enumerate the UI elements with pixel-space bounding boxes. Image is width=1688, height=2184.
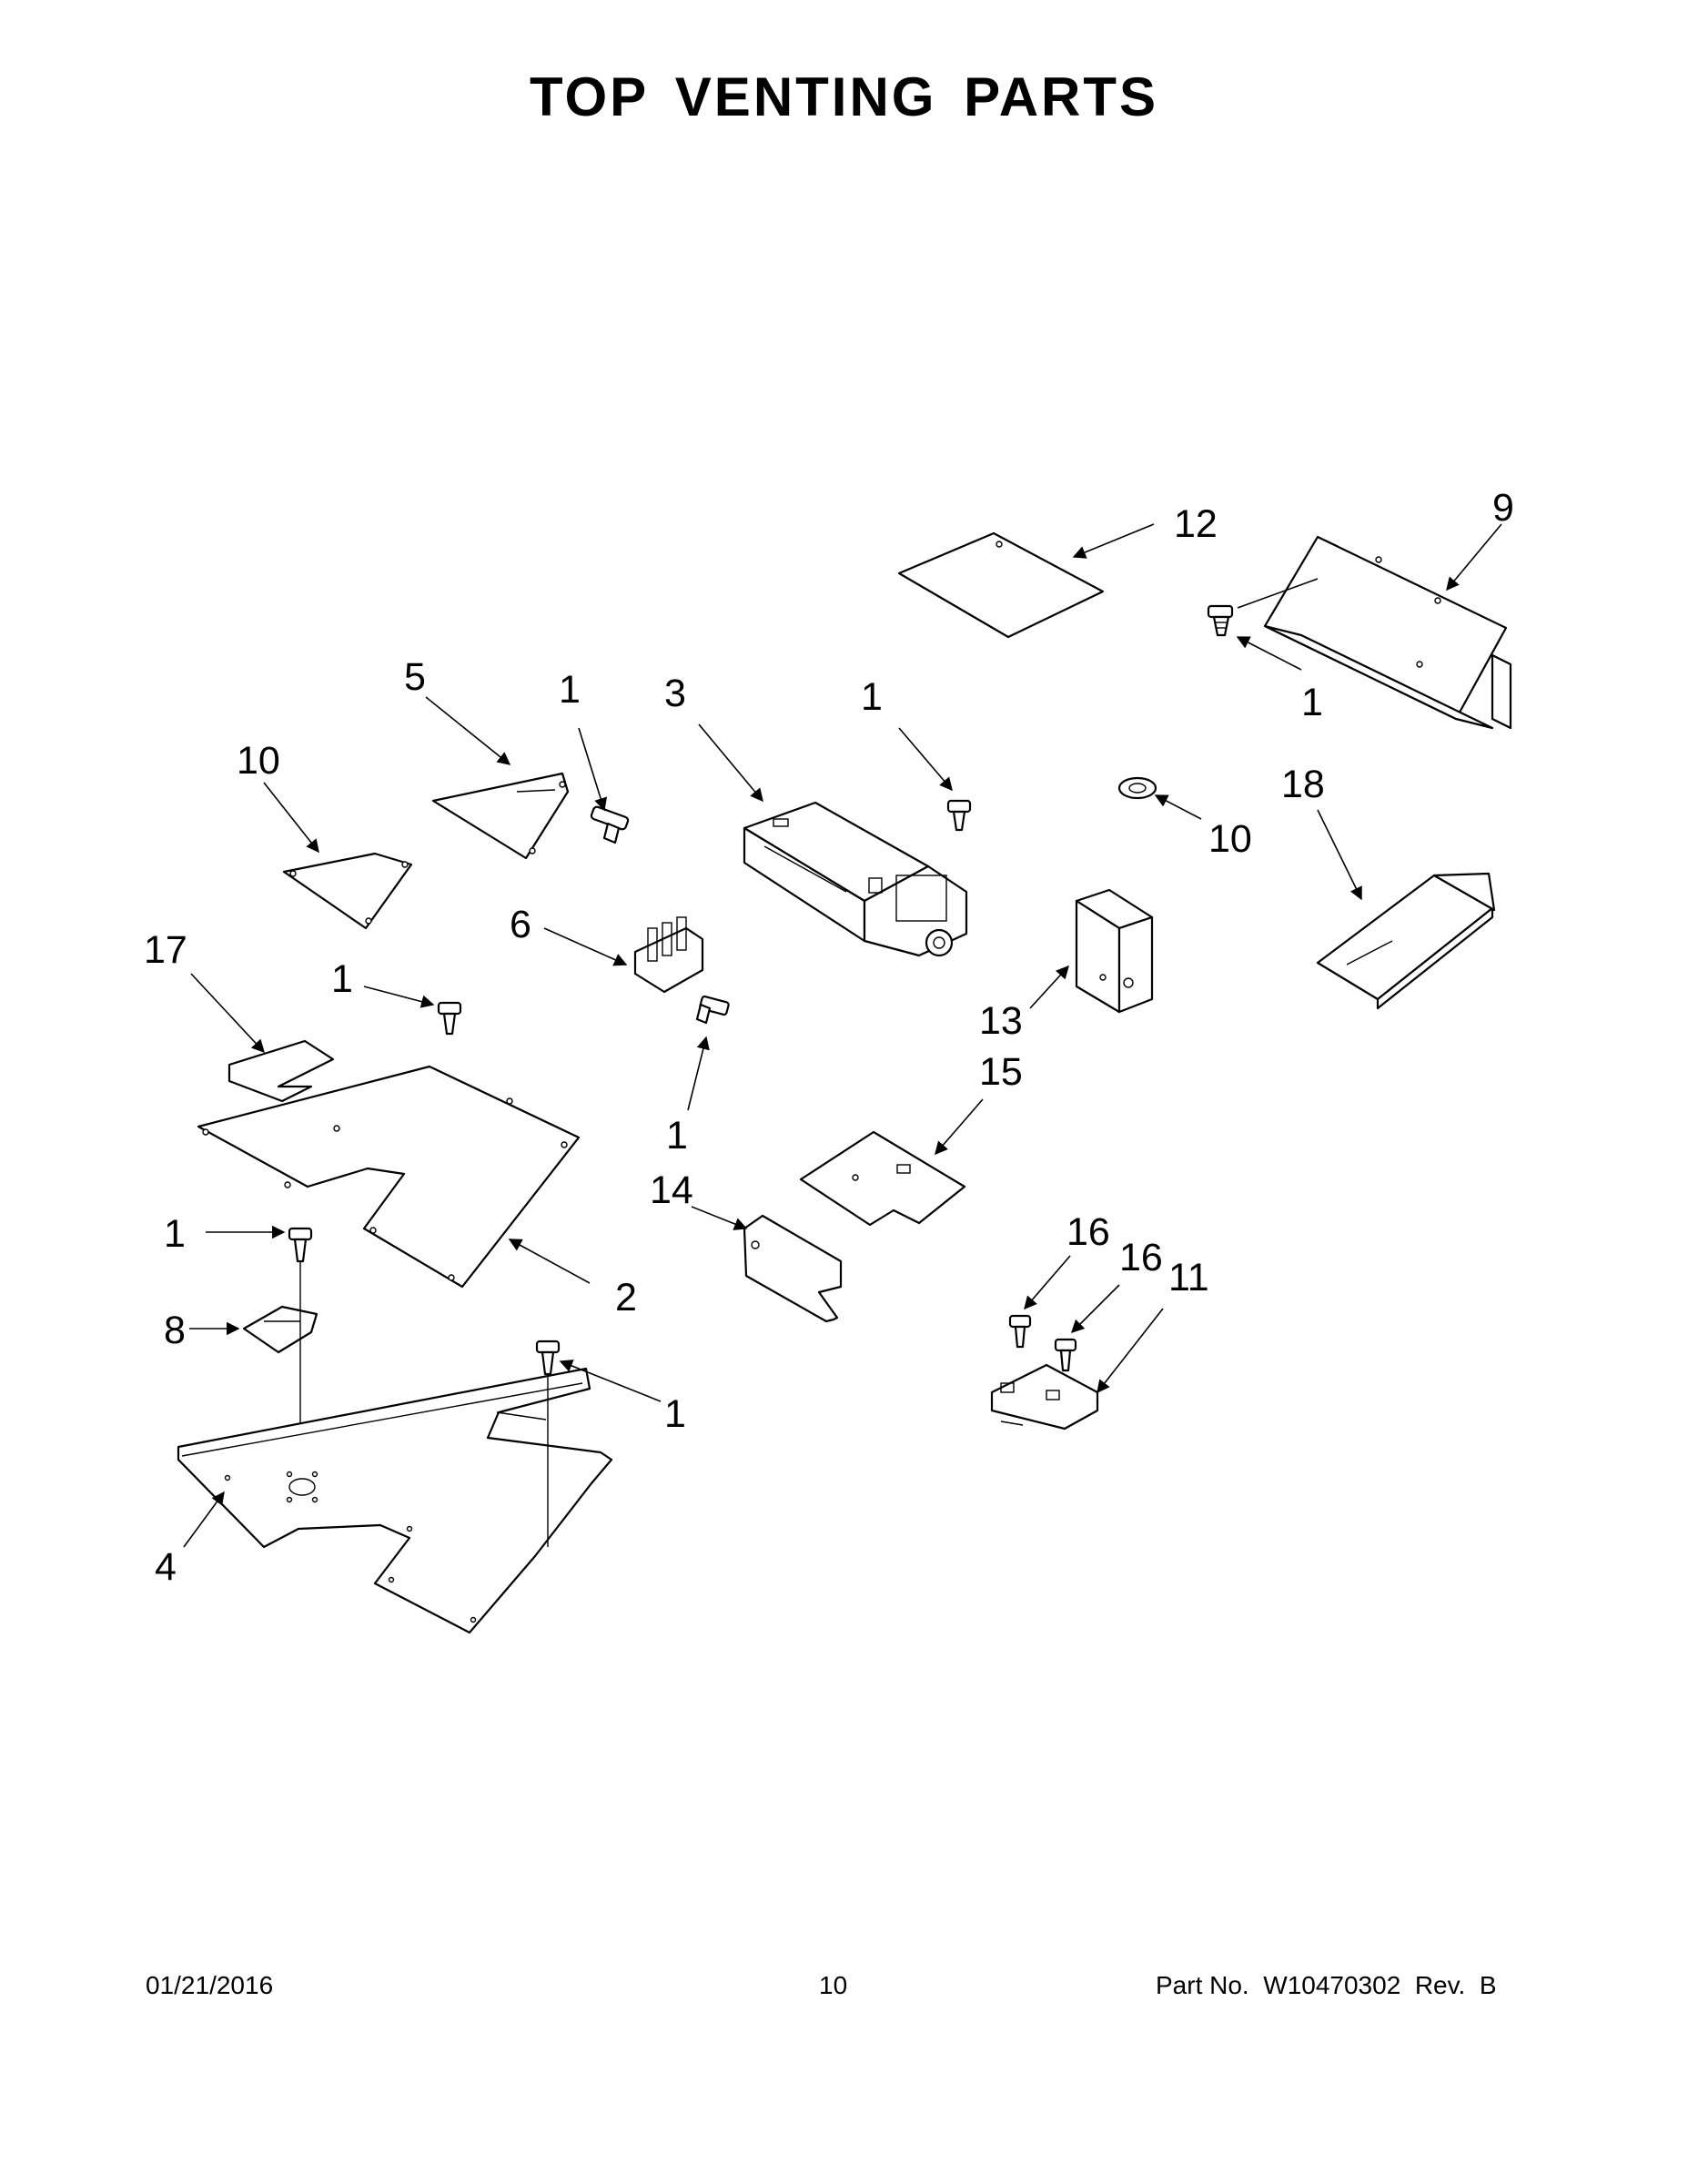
- screw-icon: [1054, 1338, 1077, 1372]
- callout-11: 11: [1168, 1256, 1209, 1299]
- callout-labels: 12 9 1 5 1 3 1 10 18 10 6 17 1 13 15 1 1…: [144, 486, 1514, 1589]
- callout-1: 1: [1301, 681, 1323, 724]
- callout-4: 4: [155, 1545, 177, 1589]
- screw-icon: [695, 995, 730, 1025]
- part-3-vent-motor-assembly: [743, 801, 968, 957]
- part-18-tray: [1316, 872, 1496, 1010]
- callout-19: 12: [1174, 502, 1218, 546]
- screw-icon: [535, 1340, 561, 1376]
- part-13-shield: [743, 1214, 843, 1323]
- callout-2: 2: [615, 1276, 637, 1320]
- screw-icon: [946, 799, 972, 832]
- callout-13: 14: [650, 1168, 693, 1212]
- footer-date: 01/21/2016: [146, 1971, 274, 1999]
- callout-1: 1: [664, 1392, 686, 1436]
- page-title: TOP VENTING PARTS: [529, 66, 1159, 127]
- screw-icon: [1207, 604, 1234, 637]
- callout-9: 10: [237, 739, 280, 783]
- screw-icon: [437, 1001, 462, 1036]
- callout-10: 10: [1208, 817, 1252, 861]
- callout-1: 1: [666, 1114, 688, 1158]
- part-19-plate: [897, 531, 1105, 639]
- part-17-gasket: [227, 1039, 335, 1103]
- part-8-bracket: [1263, 535, 1512, 730]
- callout-5: 5: [404, 655, 426, 699]
- screw-icon: [590, 805, 630, 844]
- screw-icon: [1008, 1314, 1032, 1349]
- part-12-box: [1075, 888, 1154, 1014]
- callout-3: 3: [664, 672, 686, 715]
- callout-1: 1: [861, 675, 883, 719]
- callout-12: 13: [979, 999, 1023, 1043]
- callout-7: 8: [164, 1309, 186, 1352]
- part-2-panel: [197, 1065, 581, 1289]
- part-6-relay: [633, 916, 704, 994]
- part-14-plate: [799, 1130, 966, 1227]
- callout-1: 1: [331, 957, 353, 1001]
- callout-16: 16: [1066, 1210, 1110, 1254]
- callout-8: 9: [1492, 486, 1514, 530]
- part-11-terminal-block: [990, 1363, 1099, 1431]
- callout-1: 1: [559, 668, 581, 712]
- part-9-plate: [282, 852, 413, 930]
- part-4-base-pan: [177, 1367, 613, 1634]
- part-10-washer: [1117, 776, 1157, 800]
- footer-part-number: Part No. W10470302 Rev. B: [1156, 1971, 1497, 1999]
- leader-lines: [183, 523, 1502, 1548]
- screw-icon: [288, 1227, 313, 1263]
- part-5-plate: [431, 772, 570, 860]
- callout-17: 17: [144, 928, 187, 972]
- callout-18: 18: [1281, 763, 1325, 806]
- callout-14: 15: [979, 1050, 1023, 1094]
- part-7-bracket: [242, 1305, 318, 1354]
- footer-page-number: 10: [819, 1971, 848, 1999]
- callout-1: 1: [164, 1212, 186, 1256]
- callout-15: 16: [1119, 1236, 1163, 1279]
- callout-6: 6: [510, 903, 531, 946]
